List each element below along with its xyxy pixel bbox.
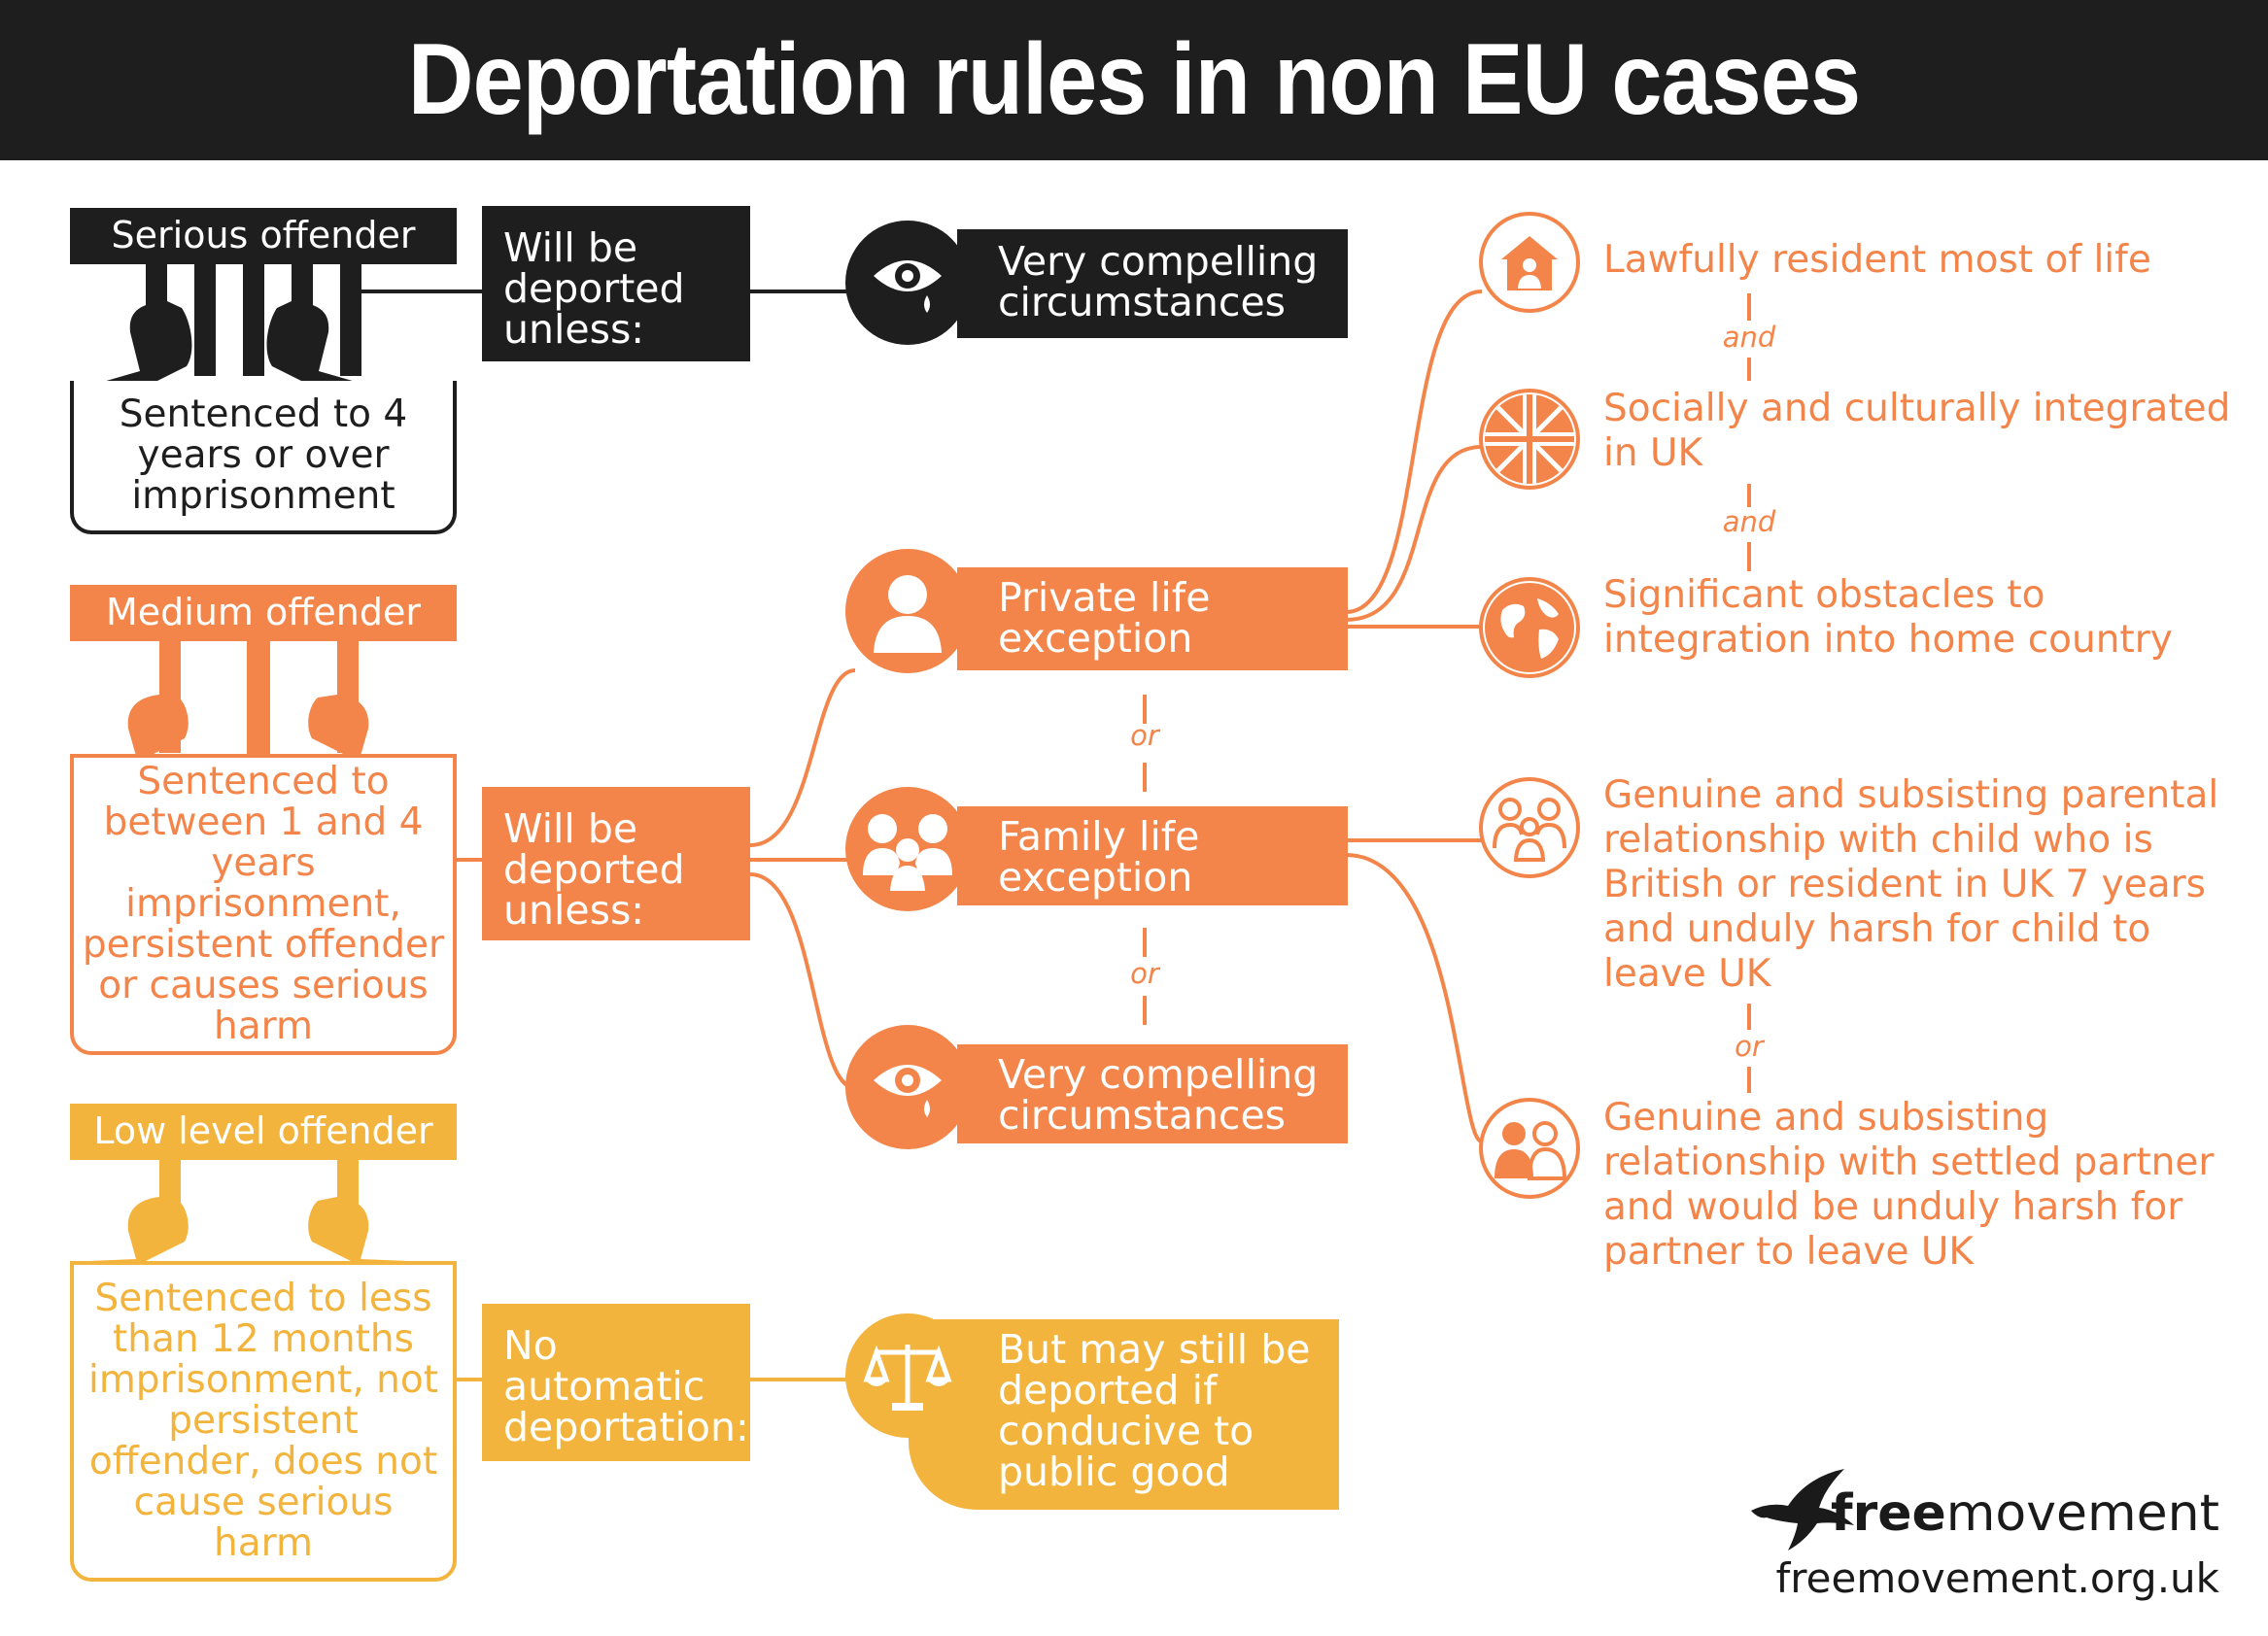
family-life-exception-box: Family life exception [957,806,1348,905]
crying-eye-icon [845,221,970,345]
or-connector: or [1735,1030,1764,1063]
bird-icon [1751,1469,1854,1551]
parent-child-icon [1479,777,1580,878]
serious-exception-box: Very compelling circumstances [957,229,1348,338]
scales-icon [845,1313,970,1438]
couple-icon [1479,1098,1580,1199]
family-icon [845,787,970,911]
logo-name-regular: movement [1945,1484,2219,1543]
crying-eye-icon [845,1025,970,1149]
family-condition-partner: Genuine and subsisting relationship with… [1603,1096,2215,1274]
private-condition-lawfully-resident: Lawfully resident most of life [1603,238,2151,282]
public-good-box: But may still be deported if conducive t… [909,1319,1339,1510]
serious-offender-description: Sentenced to 4 years or over imprisonmen… [70,381,457,534]
private-condition-integrated: Socially and culturally integrated in UK [1603,387,2231,475]
and-connector: and [1722,505,1776,538]
low-offender-description: Sentenced to less than 12 months impriso… [70,1261,457,1582]
logo-name-bold: free [1830,1484,1946,1543]
or-connector: or [1130,957,1159,990]
family-condition-child: Genuine and subsisting parental relation… [1603,773,2219,996]
medium-offender-header: Medium offender [70,585,457,641]
house-icon [1479,212,1580,313]
or-connector: or [1130,719,1159,752]
and-connector: and [1722,321,1776,354]
globe-icon [1479,577,1580,678]
medium-offender-description: Sentenced to between 1 and 4 years impri… [70,754,457,1055]
low-rule-box: No automatic deportation: [482,1304,750,1461]
logo-url: freemovement.org.uk [1775,1554,2219,1602]
serious-rule-box: Will be deported unless: [482,206,750,361]
medium-rule-box: Will be deported unless: [482,787,750,940]
serious-offender-header: Serious offender [70,208,457,264]
person-icon [845,549,970,673]
title-bar [0,0,2268,160]
prison-bars-icon [89,264,369,386]
prison-bars-icon [89,641,407,758]
private-condition-obstacles: Significant obstacles to integration int… [1603,573,2173,662]
prison-bars-icon [89,1158,407,1261]
private-life-exception-box: Private life exception [957,567,1348,670]
union-flag-icon [1479,389,1580,490]
logo-text: freemovement [1831,1484,2219,1543]
medium-compelling-circumstances-box: Very compelling circumstances [957,1044,1348,1143]
low-offender-header: Low level offender [70,1104,457,1160]
page-title: Deportation rules in non EU cases [407,23,1861,136]
